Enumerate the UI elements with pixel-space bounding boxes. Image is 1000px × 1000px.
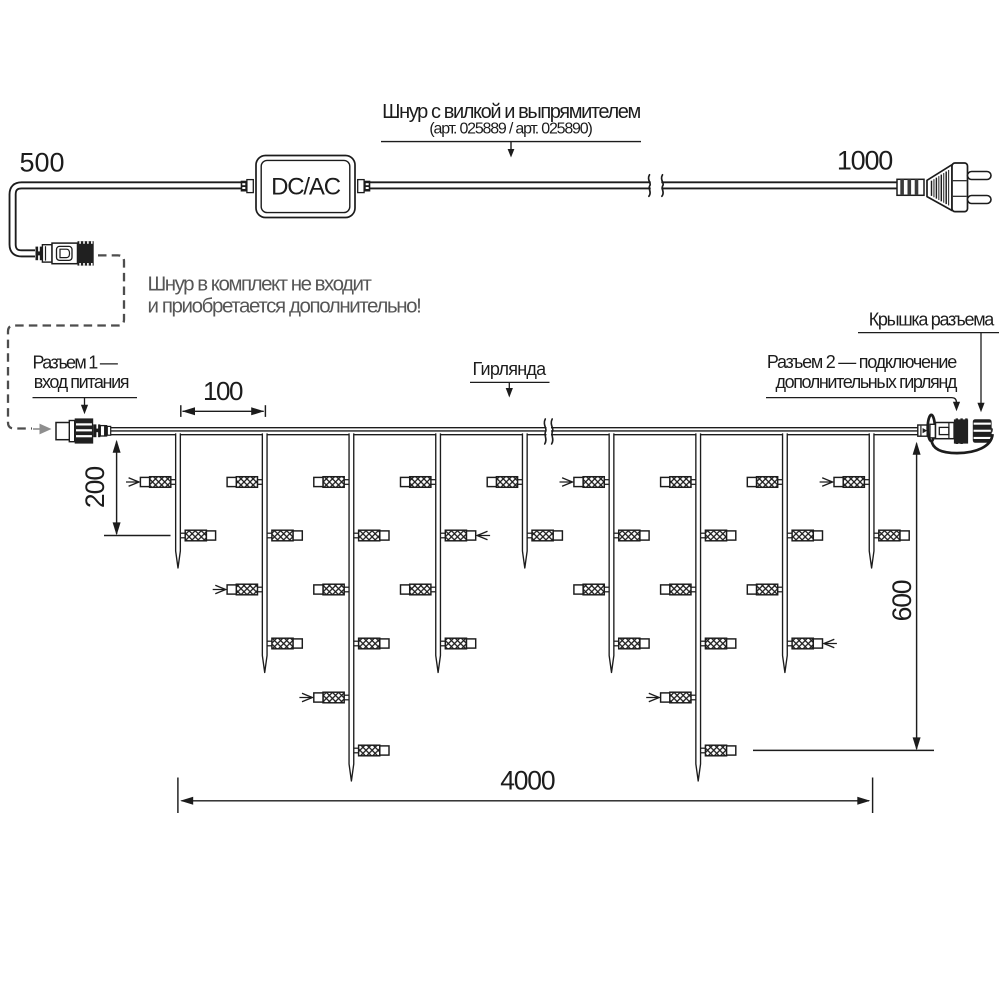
svg-text:4000: 4000: [500, 765, 555, 795]
svg-text:вход питания: вход питания: [34, 372, 129, 392]
svg-text:дополнительных гирлянд: дополнительных гирлянд: [776, 372, 958, 392]
svg-text:500: 500: [19, 148, 64, 178]
svg-text:100: 100: [203, 376, 243, 406]
svg-text:Разъем 2 — подключение: Разъем 2 — подключение: [767, 352, 957, 372]
svg-text:600: 600: [887, 580, 917, 621]
svg-text:(арт. 025889 / арт. 025890): (арт. 025889 / арт. 025890): [429, 121, 592, 138]
svg-text:Крышка разъема: Крышка разъема: [869, 309, 996, 329]
svg-text:200: 200: [80, 467, 110, 508]
svg-text:DC/AC: DC/AC: [271, 174, 341, 201]
svg-text:Гирлянда: Гирлянда: [473, 359, 548, 379]
svg-text:1000: 1000: [837, 146, 892, 176]
svg-text:Разъем 1 —: Разъем 1 —: [33, 352, 118, 372]
svg-text:и приобретается дополнительно!: и приобретается дополнительно!: [148, 294, 421, 317]
svg-text:Шнур в комплект не входит: Шнур в комплект не входит: [148, 272, 373, 295]
svg-text:Шнур с вилкой и выпрямителем: Шнур с вилкой и выпрямителем: [382, 101, 640, 123]
